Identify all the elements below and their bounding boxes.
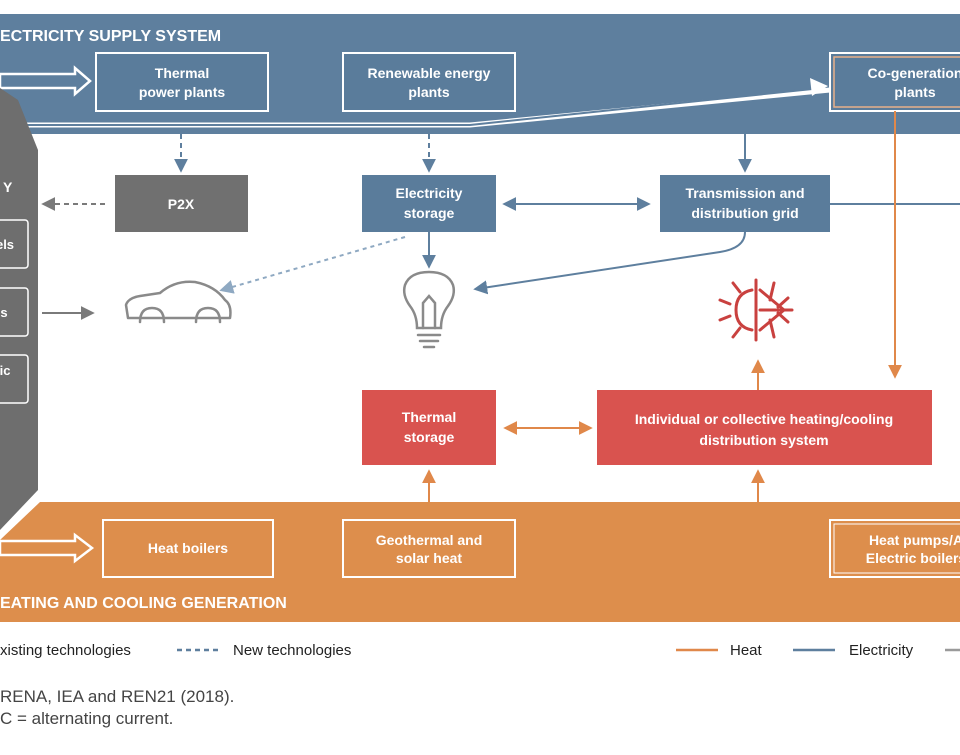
- svg-text:Electric boilers: Electric boilers: [866, 550, 960, 566]
- heating-cooling-distribution-box: Individual or collective heating/cooling…: [597, 390, 932, 465]
- svg-text:P2X: P2X: [168, 196, 195, 212]
- flow-arrow-top: [0, 65, 92, 97]
- legend-electricity: Electricity: [849, 642, 914, 659]
- legend-existing: xisting technologies: [0, 642, 131, 659]
- thermal-power-plants-box: Thermal power plants: [95, 52, 269, 112]
- car-icon: [124, 280, 232, 324]
- source-line-1: RENA, IEA and REN21 (2018).: [0, 687, 234, 706]
- flow-arrow-cogen: [810, 78, 828, 96]
- svg-text:Electricity: Electricity: [396, 185, 463, 201]
- left-panel-title: Y: [3, 179, 13, 195]
- p2x-box: P2X: [115, 175, 248, 232]
- svg-text:ic: ic: [0, 363, 10, 378]
- svg-text:storage: storage: [404, 205, 455, 221]
- svg-text:power plants: power plants: [139, 84, 226, 100]
- light-bulb-icon: [402, 270, 456, 349]
- source-line-2: C = alternating current.: [0, 709, 173, 728]
- geothermal-solar-box: Geothermal and solar heat: [342, 519, 516, 578]
- legend-heat: Heat: [730, 642, 763, 659]
- heating-band-title: EATING AND COOLING GENERATION: [0, 595, 287, 612]
- svg-text:plants: plants: [894, 84, 935, 100]
- legend-new: New technologies: [233, 642, 351, 659]
- left-item-fuels: els: [0, 219, 29, 269]
- transmission-grid-box: Transmission and distribution grid: [660, 175, 830, 232]
- heat-boilers-box: Heat boilers: [102, 519, 274, 578]
- svg-text:distribution system: distribution system: [699, 432, 828, 448]
- co-generation-plants-box: Co-generation plants: [829, 52, 960, 112]
- svg-text:Heat boilers: Heat boilers: [148, 540, 228, 556]
- svg-text:solar heat: solar heat: [396, 550, 462, 566]
- svg-text:Heat pumps/A: Heat pumps/A: [869, 532, 960, 548]
- svg-text:Individual or collective heati: Individual or collective heating/cooling: [635, 411, 893, 427]
- svg-text:Transmission and: Transmission and: [685, 185, 804, 201]
- svg-text:distribution grid: distribution grid: [691, 205, 798, 221]
- svg-text:els: els: [0, 237, 14, 252]
- left-item-3: ic: [0, 354, 29, 404]
- left-item-2: s: [0, 287, 29, 337]
- svg-text:Thermal: Thermal: [402, 409, 456, 425]
- svg-text:Co-generation: Co-generation: [868, 65, 960, 81]
- svg-text:plants: plants: [408, 84, 449, 100]
- svg-text:Geothermal and: Geothermal and: [376, 532, 483, 548]
- svg-text:storage: storage: [404, 429, 455, 445]
- flow-arrow-bottom: [0, 532, 95, 564]
- electricity-band-title: ECTRICITY SUPPLY SYSTEM: [0, 28, 221, 45]
- renewable-energy-plants-box: Renewable energy plants: [342, 52, 516, 112]
- connector-storage-car: [219, 236, 406, 294]
- electricity-storage-box: Electricity storage: [362, 175, 496, 232]
- heating-cooling-icon: [718, 278, 794, 342]
- svg-text:Renewable energy: Renewable energy: [368, 65, 491, 81]
- svg-text:s: s: [0, 305, 7, 320]
- connector-grid-bulb: [473, 231, 746, 295]
- heat-pumps-box: Heat pumps/A Electric boilers: [829, 519, 960, 578]
- svg-text:Thermal: Thermal: [155, 65, 209, 81]
- thermal-storage-box: Thermal storage: [362, 390, 496, 465]
